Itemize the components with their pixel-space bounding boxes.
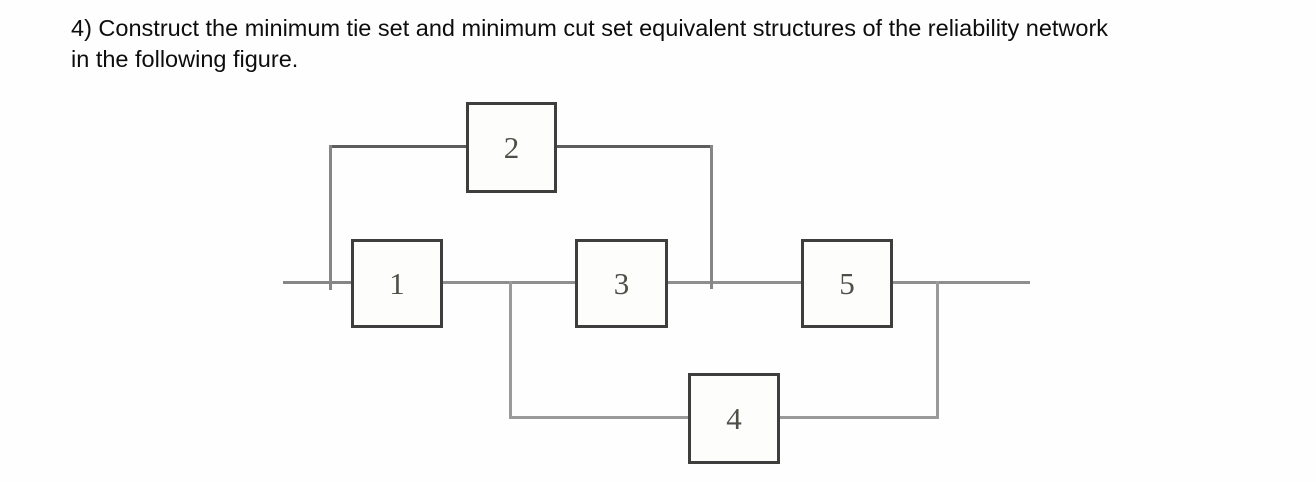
question-line-2: in the following figure. (71, 46, 299, 72)
block-2-label: 2 (503, 129, 520, 165)
wire-branch2-left-vertical (329, 145, 332, 290)
block-1-label: 1 (389, 265, 405, 301)
wire-branch2-right-vertical (710, 145, 713, 289)
block-1: 1 (351, 239, 443, 328)
block-4-label: 4 (726, 400, 742, 436)
block-2: 2 (466, 102, 557, 193)
wire-branch4-left-horizontal (509, 416, 688, 419)
wire-branch4-right-vertical (936, 281, 939, 419)
block-3-label: 3 (613, 265, 630, 301)
wire-branch4-right-horizontal (780, 416, 939, 419)
wire-input (283, 281, 351, 284)
wire-output (893, 281, 1030, 284)
wire-branch4-left-vertical (509, 281, 512, 419)
wire-branch2-left-horizontal (329, 145, 466, 148)
block-5-label: 5 (839, 265, 855, 301)
question-line-1: 4) Construct the minimum tie set and min… (71, 15, 1109, 41)
block-3: 3 (575, 239, 668, 328)
question-text: 4) Construct the minimum tie set and min… (71, 13, 1281, 75)
wire-branch2-right-horizontal (557, 145, 713, 148)
block-5: 5 (801, 239, 893, 328)
block-4: 4 (688, 373, 780, 464)
wire-block3-to-block5 (668, 281, 801, 284)
